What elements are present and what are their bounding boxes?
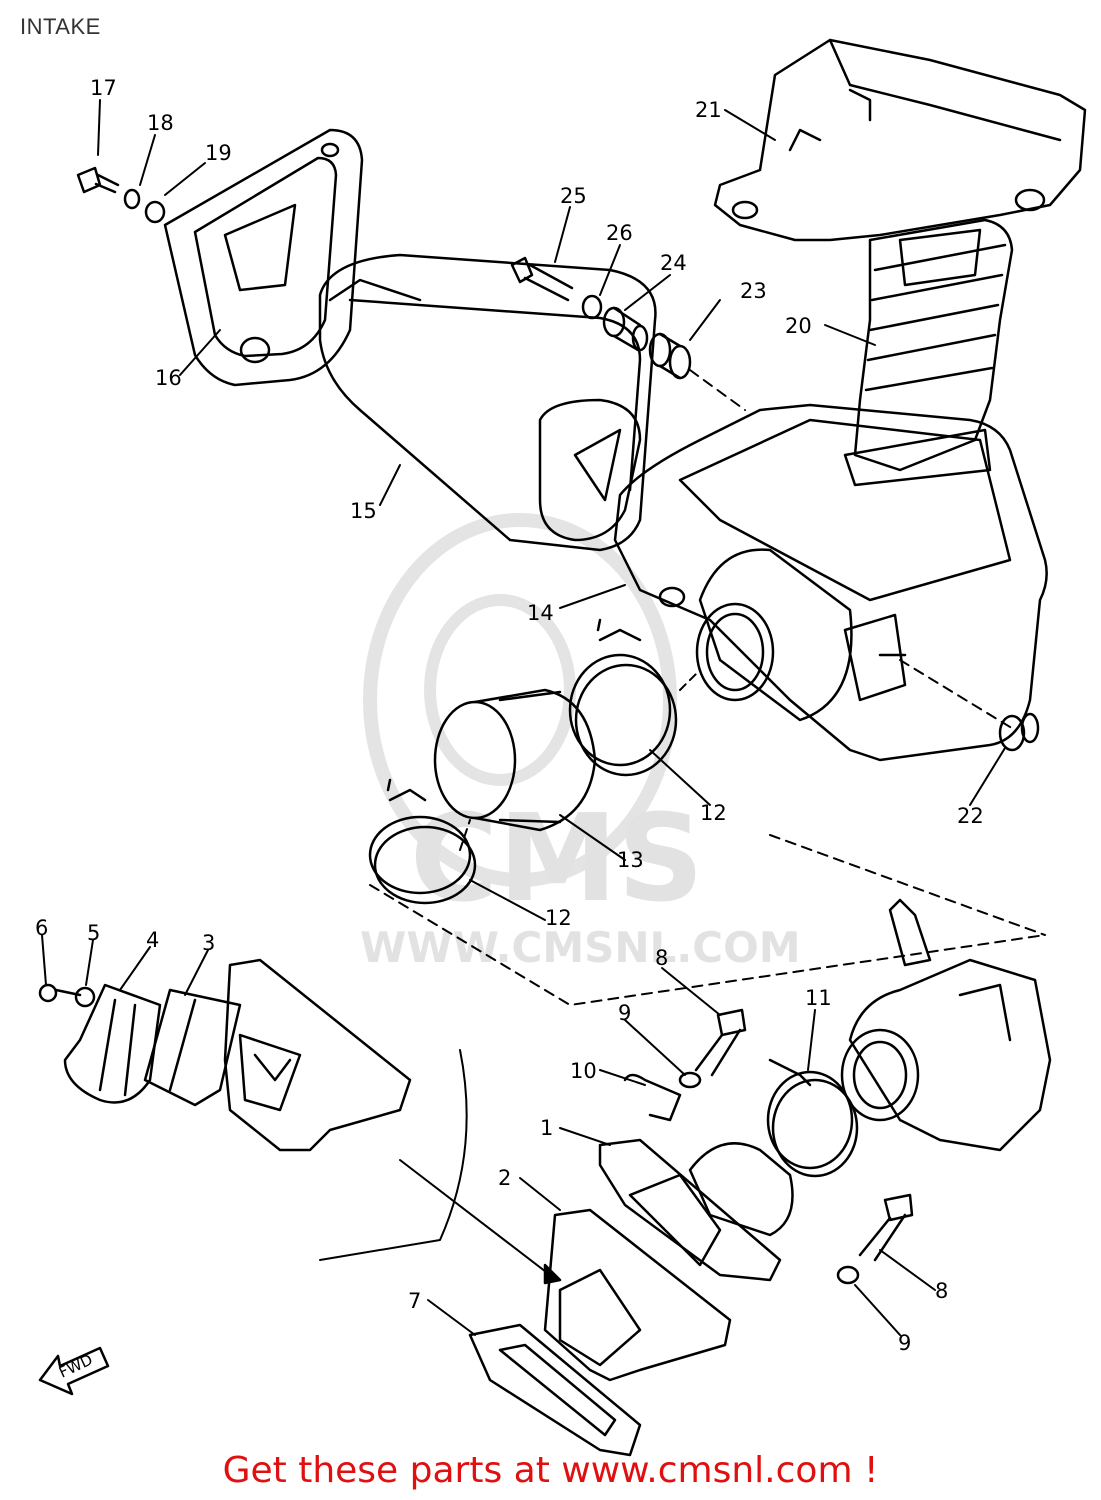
- page-title: INTAKE: [20, 14, 101, 39]
- part-4-stopper: [63, 983, 162, 1104]
- part-24-collar: [602, 306, 649, 352]
- watermark-url: WWW.CMSNL.COM: [360, 923, 801, 972]
- callout-11: 11: [805, 986, 832, 1010]
- part-8-bolt-upper: [694, 1008, 747, 1077]
- callout-21: 21: [695, 98, 722, 122]
- callout-12-lower: 12: [545, 906, 572, 930]
- part-16-bracket: [163, 128, 364, 387]
- callout-2: 2: [498, 1166, 511, 1190]
- part-10-clip: [623, 1073, 682, 1122]
- callout-9-lower: 9: [898, 1331, 911, 1355]
- callout-13: 13: [617, 848, 644, 872]
- callout-8-lower: 8: [935, 1279, 948, 1303]
- callout-4: 4: [146, 928, 159, 952]
- part-25-bolt: [510, 256, 574, 302]
- callout-6: 6: [35, 916, 48, 940]
- leader-lines: [41, 99, 1006, 1336]
- callout-3: 3: [202, 931, 215, 955]
- part-6-screw: [38, 983, 82, 1003]
- callout-1: 1: [540, 1116, 553, 1140]
- callout-15: 15: [350, 499, 377, 523]
- callout-26: 26: [606, 221, 633, 245]
- callout-14: 14: [527, 601, 554, 625]
- part-20-duct: [853, 218, 1014, 472]
- part-reed-block-exploded: [223, 958, 412, 1152]
- part-11-clamp: [766, 1058, 859, 1178]
- part-9-washer-upper: [678, 1071, 702, 1089]
- part-17-screw: [76, 166, 120, 194]
- part-21-cover: [713, 38, 1087, 242]
- part-19-washer: [144, 200, 166, 224]
- part-26-washer: [581, 294, 603, 320]
- part-9-washer-lower: [836, 1265, 860, 1285]
- callout-16: 16: [155, 366, 182, 390]
- callout-25: 25: [560, 184, 587, 208]
- watermark: CMS WWW.CMSNL.COM: [360, 513, 801, 972]
- part-23-grommet: [648, 332, 692, 380]
- part-12-clamp-upper: [568, 618, 678, 777]
- part-14-airbox: [613, 403, 1048, 762]
- callout-17: 17: [90, 76, 117, 100]
- callout-23: 23: [740, 279, 767, 303]
- callout-18: 18: [147, 111, 174, 135]
- callout-8-upper: 8: [655, 946, 668, 970]
- callout-22: 22: [957, 804, 984, 828]
- callout-labels: 1 2 3 4 5 6 7 8 8 9 9 10 11 12 12 13 14 …: [35, 76, 984, 1355]
- fwd-label: FWD: [56, 1351, 95, 1382]
- part-2-reed-block: [543, 1208, 732, 1382]
- callout-20: 20: [785, 314, 812, 338]
- callout-10: 10: [570, 1059, 597, 1083]
- fwd-arrow-icon: FWD: [38, 1346, 110, 1396]
- callout-7: 7: [408, 1289, 421, 1313]
- part-8-bolt-lower: [858, 1193, 914, 1262]
- part-1-manifold: [598, 1138, 794, 1282]
- footer-link[interactable]: Get these parts at www.cmsnl.com !: [222, 1450, 879, 1491]
- part-13-joint: [433, 688, 597, 832]
- part-22-grommet: [998, 712, 1040, 752]
- callout-12-upper: 12: [700, 801, 727, 825]
- callout-5: 5: [87, 921, 100, 945]
- part-carburetor: [840, 898, 1052, 1152]
- callout-19: 19: [205, 141, 232, 165]
- part-12-clamp-lower: [368, 778, 477, 905]
- part-7-gasket: [468, 1323, 642, 1457]
- part-15-filter: [318, 253, 657, 552]
- part-18-washer: [123, 188, 141, 210]
- callout-9-upper: 9: [618, 1001, 631, 1025]
- part-5-washer: [74, 986, 96, 1008]
- callout-24: 24: [660, 251, 687, 275]
